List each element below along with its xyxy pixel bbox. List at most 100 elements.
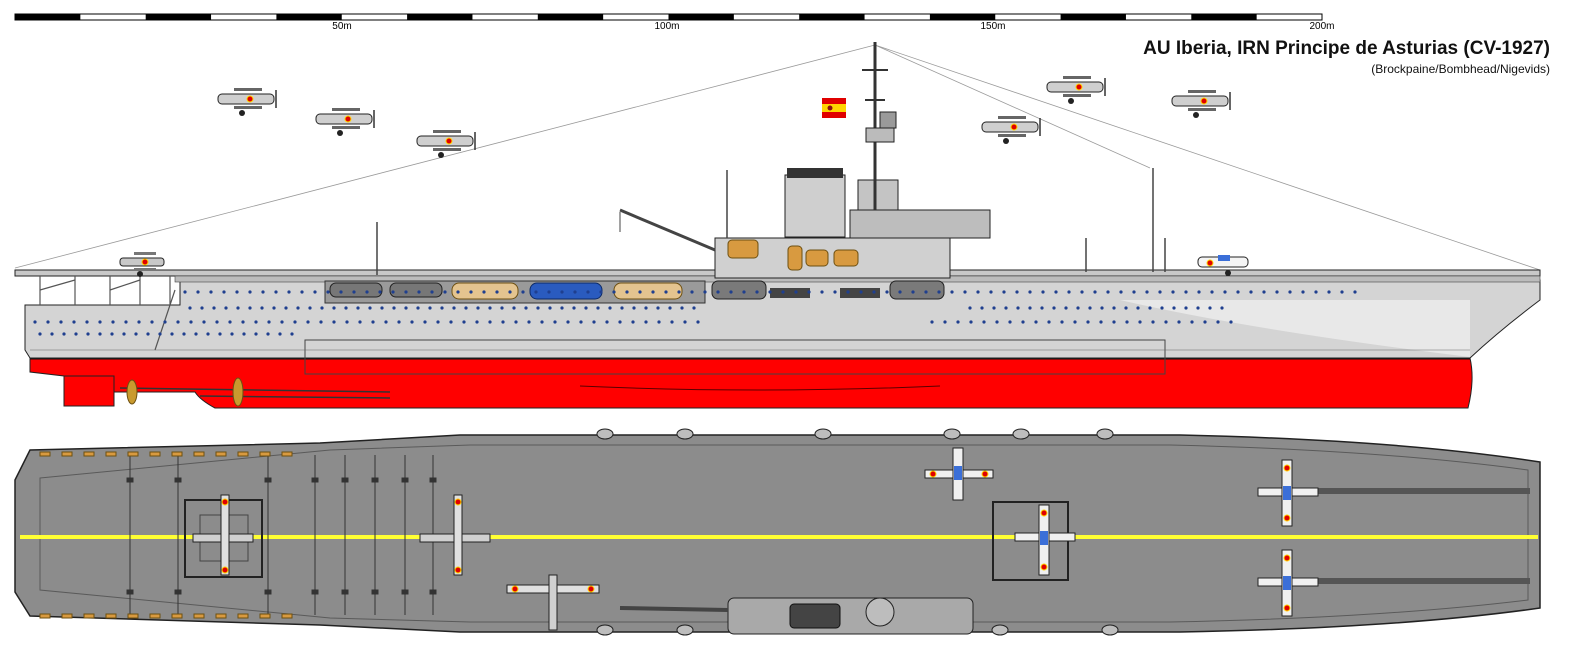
porthole xyxy=(85,320,89,324)
flight-deck-plan xyxy=(14,434,1541,633)
porthole xyxy=(230,332,234,336)
porthole xyxy=(599,290,603,294)
porthole xyxy=(86,332,90,336)
plane-plan-icon xyxy=(1257,549,1319,617)
porthole xyxy=(937,290,941,294)
porthole xyxy=(443,290,447,294)
porthole xyxy=(278,332,282,336)
porthole xyxy=(384,320,388,324)
deck-edge-line xyxy=(39,444,1529,623)
plane-plan-icon xyxy=(506,574,600,631)
porthole xyxy=(1136,306,1140,310)
biplane-icon xyxy=(981,116,1041,144)
plane-plan-icon xyxy=(1014,504,1076,576)
boat xyxy=(889,280,945,300)
deck-edge-boat xyxy=(105,613,117,619)
porthole xyxy=(319,320,323,324)
porthole xyxy=(1100,306,1104,310)
scale-bar-segment xyxy=(799,14,865,20)
porthole xyxy=(1002,290,1006,294)
porthole xyxy=(1034,320,1038,324)
deck-edge-boat xyxy=(281,613,293,619)
porthole xyxy=(38,332,42,336)
porthole xyxy=(196,290,200,294)
porthole xyxy=(1210,290,1214,294)
porthole xyxy=(1184,306,1188,310)
gun-sponson xyxy=(596,624,614,636)
scale-label-100m: 100m xyxy=(654,21,679,32)
porthole xyxy=(423,320,427,324)
porthole xyxy=(134,332,138,336)
porthole xyxy=(462,320,466,324)
porthole xyxy=(417,290,421,294)
bow-flare xyxy=(1120,300,1470,357)
porthole xyxy=(631,320,635,324)
porthole xyxy=(680,306,684,310)
porthole xyxy=(690,290,694,294)
porthole xyxy=(596,306,600,310)
porthole xyxy=(820,290,824,294)
porthole xyxy=(124,320,128,324)
gun-sponson xyxy=(814,428,832,440)
porthole xyxy=(638,290,642,294)
porthole xyxy=(573,290,577,294)
boat xyxy=(389,282,443,298)
porthole xyxy=(1249,290,1253,294)
scale-bar-segment xyxy=(15,14,81,20)
porthole xyxy=(397,320,401,324)
porthole xyxy=(74,332,78,336)
porthole xyxy=(989,290,993,294)
porthole xyxy=(62,332,66,336)
porthole xyxy=(1052,306,1056,310)
porthole xyxy=(212,306,216,310)
porthole xyxy=(508,290,512,294)
porthole xyxy=(500,306,504,310)
porthole xyxy=(1184,290,1188,294)
deck-edge-boat xyxy=(259,613,271,619)
plane-plan-icon xyxy=(419,494,491,576)
porthole xyxy=(992,306,996,310)
porthole xyxy=(1054,290,1058,294)
porthole xyxy=(1151,320,1155,324)
porthole xyxy=(696,320,700,324)
plane-plan-icon xyxy=(192,494,254,576)
porthole xyxy=(224,306,228,310)
porthole xyxy=(657,320,661,324)
gun-sponson xyxy=(991,624,1009,636)
porthole xyxy=(404,306,408,310)
porthole xyxy=(521,290,525,294)
porthole xyxy=(267,320,271,324)
porthole xyxy=(404,290,408,294)
porthole xyxy=(306,320,310,324)
deck-edge-boat xyxy=(127,451,139,457)
lower-hull xyxy=(29,357,1473,409)
propeller-icon xyxy=(232,377,244,407)
porthole xyxy=(170,332,174,336)
porthole xyxy=(859,290,863,294)
porthole xyxy=(222,290,226,294)
porthole xyxy=(272,306,276,310)
deck-edge-boat xyxy=(237,451,249,457)
porthole xyxy=(241,320,245,324)
porthole xyxy=(995,320,999,324)
gun-sponson xyxy=(1096,428,1114,440)
porthole xyxy=(50,332,54,336)
porthole xyxy=(274,290,278,294)
scale-bar-segment xyxy=(1060,14,1126,20)
porthole xyxy=(280,320,284,324)
rudder xyxy=(63,375,115,407)
porthole xyxy=(755,290,759,294)
credit-line: (Brockpaine/Bombhead/Nigevids) xyxy=(1371,62,1550,76)
deck-edge-boat xyxy=(193,613,205,619)
porthole xyxy=(651,290,655,294)
porthole xyxy=(1124,306,1128,310)
porthole xyxy=(608,306,612,310)
porthole xyxy=(1088,306,1092,310)
porthole xyxy=(261,290,265,294)
porthole xyxy=(1353,290,1357,294)
porthole xyxy=(683,320,687,324)
porthole xyxy=(206,332,210,336)
porthole xyxy=(344,306,348,310)
porthole xyxy=(391,290,395,294)
gun-sponson xyxy=(676,428,694,440)
